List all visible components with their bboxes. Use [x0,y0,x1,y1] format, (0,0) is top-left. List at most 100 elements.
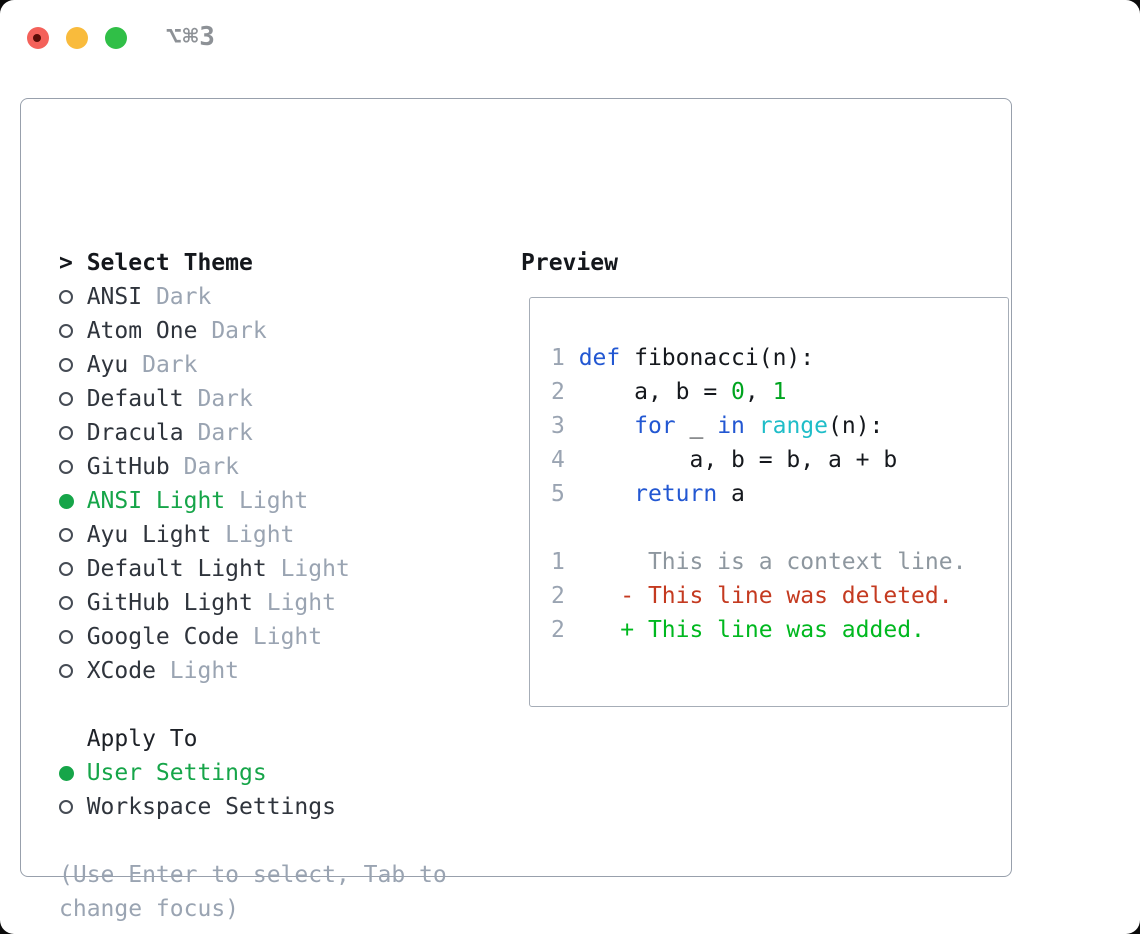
radio-selected-icon [59,484,87,518]
apply-to-header: Apply To [59,722,499,756]
option-variant-label: Dark [197,420,253,446]
option-variant-label: Light [252,624,323,650]
code-token [579,413,634,439]
spacer [59,824,499,858]
theme-option[interactable]: ANSI Dark [59,280,499,314]
radio-unselected-icon [59,450,87,484]
option-label: Atom One [86,318,198,344]
option-label: Default [86,386,184,412]
option-label: Google Code [86,624,240,650]
radio-unselected-icon [59,416,87,450]
option-variant-label: Dark [183,454,240,480]
code-token: _ [675,413,718,439]
radio-unselected-icon [59,314,87,348]
code-line: 2 + This line was added. [551,613,966,647]
code-token [579,481,634,507]
code-line [551,511,966,545]
code-token: This is a context line. [578,549,967,575]
radio-unselected-icon [59,280,87,314]
code-token: def [578,345,621,371]
line-number: 4 [551,447,579,473]
maximize-button[interactable] [105,27,127,49]
radio-unselected-icon [59,790,87,824]
line-number: 1 [551,549,579,575]
theme-option[interactable]: Google Code Light [59,620,499,654]
apply-to-option[interactable]: User Settings [59,756,499,790]
radio-unselected-icon [59,518,87,552]
code-token: - This line was deleted. [578,583,953,609]
radio-unselected-icon [59,552,87,586]
code-line: 4 a, b = b, a + b [551,443,966,477]
code-line: 5 return a [551,477,966,511]
option-variant-label: Dark [142,352,198,378]
apply-to-option[interactable]: Workspace Settings [59,790,499,824]
option-label: User Settings [86,760,267,786]
code-line: 1 def fibonacci(n): [551,341,966,375]
option-variant-label: Light [169,658,240,684]
code-token: a [717,481,745,507]
radio-unselected-icon [59,586,87,620]
code-line: 1 This is a context line. [551,545,966,579]
option-variant-label: Light [239,488,309,514]
code-token: + This line was added. [578,617,925,643]
theme-option[interactable]: Ayu Dark [59,348,499,382]
titlebar: ⌥⌘3 [0,0,1140,76]
theme-option[interactable]: GitHub Light Light [59,586,499,620]
code-token: a, b = [578,379,732,405]
code-token: in [717,413,745,439]
theme-option[interactable]: Default Dark [59,382,499,416]
option-label: Dracula [86,420,184,446]
spacer [59,688,499,722]
code-token: a, b = b, a + b [578,447,898,473]
code-token: for [634,413,676,439]
option-label: Ayu [86,352,129,378]
line-number: 2 [551,583,579,609]
code-token: , [744,379,773,405]
option-label: GitHub Light [86,590,253,616]
option-label: Workspace Settings [86,794,336,820]
option-variant-label: Dark [197,386,253,412]
select-theme-header: >Select Theme [59,246,499,280]
minimize-button[interactable] [66,27,88,49]
preview-title: Preview [521,250,618,276]
radio-unselected-icon [59,654,87,688]
code-line: 3 for _ in range(n): [551,409,966,443]
option-label: Ayu Light [86,522,212,548]
option-variant-label: Light [280,556,350,582]
help-text: (Use Enter to select, Tab to change focu… [59,862,447,922]
option-variant-label: Dark [211,318,267,344]
code-line: 2 - This line was deleted. [551,579,966,613]
theme-option[interactable]: GitHub Dark [59,450,499,484]
window-title: ⌥⌘3 [166,22,216,52]
option-label: GitHub [86,454,170,480]
line-number: 3 [551,413,579,439]
code-token: return [634,481,718,507]
radio-unselected-icon [59,348,87,382]
line-number: 5 [551,481,579,507]
line-number: 2 [551,379,579,405]
code-line: 2 a, b = 0, 1 [551,375,966,409]
option-variant-label: Dark [155,284,212,310]
select-theme-title: Select Theme [86,250,253,276]
code-token: fibonacci(n): [620,345,815,371]
close-button[interactable] [27,27,49,49]
radio-selected-icon [59,756,87,790]
code-token [745,413,759,439]
indent [59,722,87,756]
theme-option[interactable]: Dracula Dark [59,416,499,450]
option-label: ANSI [86,284,143,310]
option-variant-label: Light [266,590,336,616]
radio-unselected-icon [59,620,87,654]
theme-option[interactable]: Atom One Dark [59,314,499,348]
line-number: 2 [551,617,579,643]
